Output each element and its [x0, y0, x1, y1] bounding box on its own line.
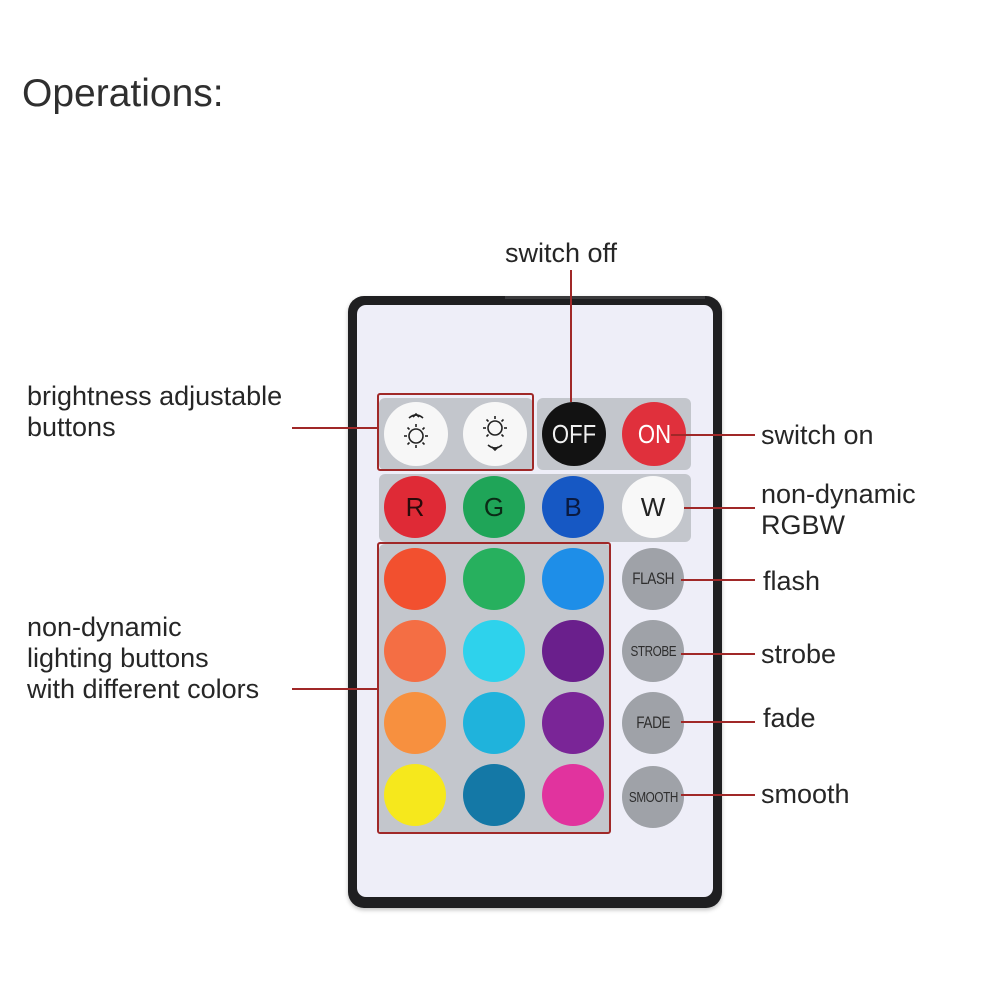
strobe-label: strobe [761, 639, 837, 669]
rgbw-label-line2: RGBW [761, 510, 845, 540]
white-button-label: W [640, 491, 666, 522]
brightness-highlight-box [377, 393, 534, 471]
fade-button[interactable]: FADE [622, 692, 684, 754]
lighting-label-line2: lighting buttons [27, 643, 209, 673]
red-button-label: R [405, 491, 425, 522]
color-button-4[interactable] [384, 620, 446, 682]
fade-label: fade [763, 703, 816, 733]
green-button[interactable]: G [463, 476, 525, 538]
color-button-9[interactable] [542, 692, 604, 754]
green-button-label: G [483, 491, 505, 522]
brightness-label-line1: brightness adjustable [27, 381, 283, 411]
red-button[interactable]: R [384, 476, 446, 538]
strobe-button-label: STROBE [630, 642, 676, 660]
flash-button[interactable]: FLASH [622, 548, 684, 610]
color-button-7[interactable] [384, 692, 446, 754]
on-button-label: ON [637, 418, 671, 449]
switch-off-label: switch off [505, 238, 618, 268]
flash-button-label: FLASH [632, 569, 674, 588]
lighting-label-line1: non-dynamic [27, 612, 182, 642]
smooth-button-label: SMOOTH [628, 788, 678, 806]
color-button-1[interactable] [384, 548, 446, 610]
brightness-label-line2: buttons [27, 412, 116, 442]
strobe-button[interactable]: STROBE [622, 620, 684, 682]
brightness-down-icon [477, 412, 513, 457]
lighting-label-line3: with different colors [27, 674, 260, 704]
brightness-down-button[interactable] [463, 402, 527, 466]
page-title: Operations: [22, 72, 224, 115]
color-button-2[interactable] [463, 548, 525, 610]
rgbw-label-line1: non-dynamic [761, 479, 916, 509]
color-button-5[interactable] [463, 620, 525, 682]
blue-button-label: B [564, 491, 582, 522]
color-button-8[interactable] [463, 692, 525, 754]
flash-label: flash [763, 566, 821, 596]
off-button[interactable]: OFF [542, 402, 606, 466]
smooth-label: smooth [761, 779, 850, 809]
switch-on-label: switch on [761, 420, 874, 450]
off-button-label: OFF [551, 418, 597, 449]
fade-button-label: FADE [636, 713, 670, 732]
color-button-10[interactable] [384, 764, 446, 826]
color-button-3[interactable] [542, 548, 604, 610]
color-button-6[interactable] [542, 620, 604, 682]
brightness-up-icon [398, 412, 434, 457]
color-button-11[interactable] [463, 764, 525, 826]
blue-button[interactable]: B [542, 476, 604, 538]
smooth-button[interactable]: SMOOTH [622, 766, 684, 828]
remote-top-notch [505, 296, 705, 299]
brightness-up-button[interactable] [384, 402, 448, 466]
white-button[interactable]: W [622, 476, 684, 538]
color-button-12[interactable] [542, 764, 604, 826]
